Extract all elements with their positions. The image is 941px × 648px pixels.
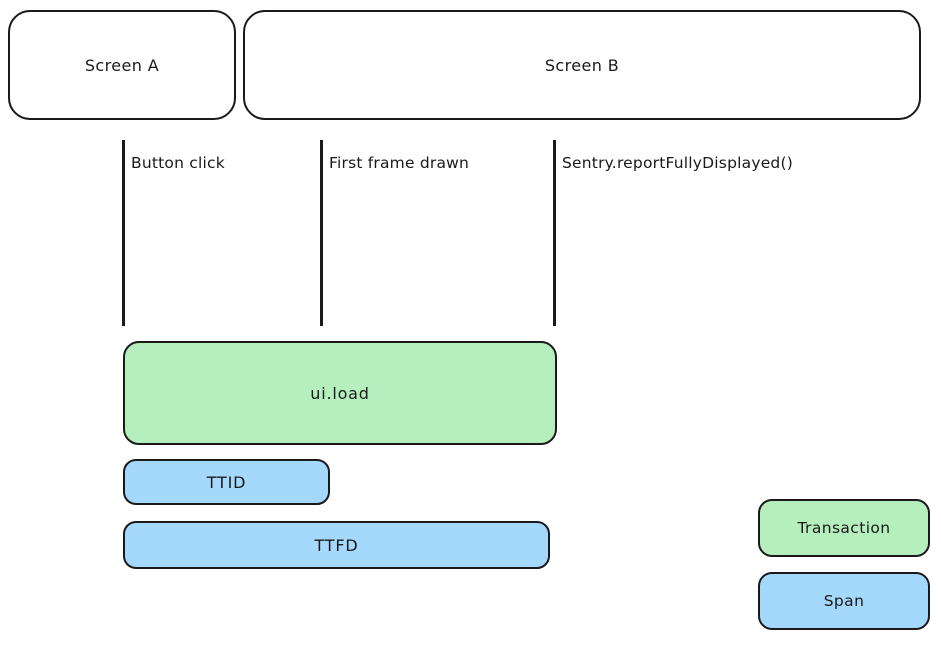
screen-a-box: Screen A <box>8 10 236 120</box>
timeline-label-button-click: Button click <box>131 154 225 172</box>
timeline-label-report-fully-displayed: Sentry.reportFullyDisplayed() <box>562 154 793 172</box>
bar-ui-load-label: ui.load <box>310 383 370 403</box>
legend-span-label: Span <box>823 592 865 610</box>
bar-ttfd: TTFD <box>123 521 550 569</box>
timeline-line-button-click <box>122 140 125 326</box>
legend-item-span: Span <box>758 572 930 630</box>
legend-item-transaction: Transaction <box>758 499 930 557</box>
bar-ttid: TTID <box>123 459 330 505</box>
legend-transaction-label: Transaction <box>797 519 891 537</box>
screen-b-label: Screen B <box>544 55 620 75</box>
screen-b-box: Screen B <box>243 10 921 120</box>
bar-ttfd-label: TTFD <box>314 535 359 555</box>
bar-ui-load: ui.load <box>123 341 557 445</box>
bar-ttid-label: TTID <box>206 472 247 492</box>
screen-a-label: Screen A <box>84 55 160 75</box>
timeline-label-first-frame-drawn: First frame drawn <box>329 154 470 172</box>
timeline-line-first-frame-drawn <box>320 140 323 326</box>
timeline-line-report-fully-displayed <box>553 140 556 326</box>
